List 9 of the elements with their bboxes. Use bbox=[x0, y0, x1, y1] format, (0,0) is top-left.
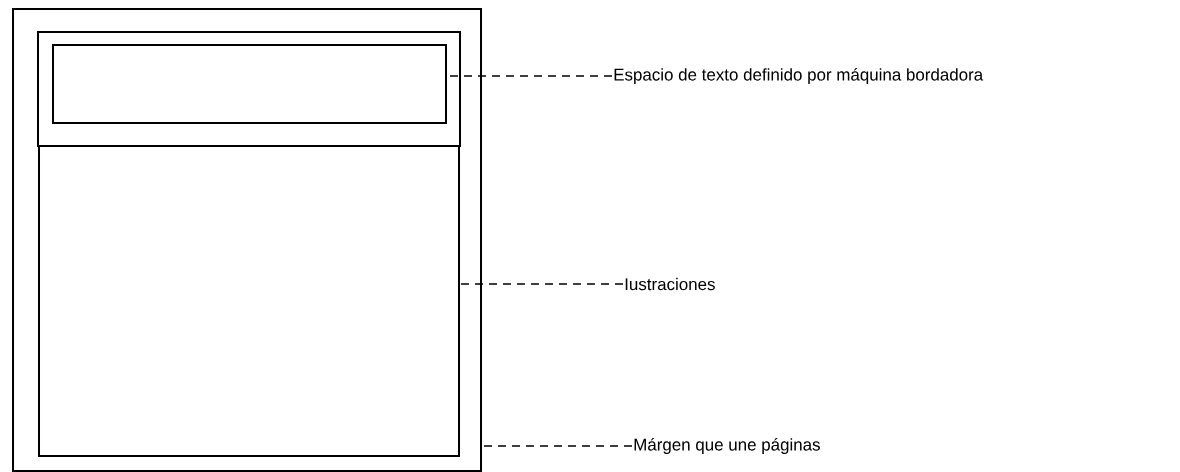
page-outline bbox=[12, 8, 482, 472]
leader-label: Espacio de texto definido por máquina bordadora bbox=[614, 68, 984, 84]
header-band bbox=[37, 31, 461, 147]
leader-line bbox=[459, 283, 624, 285]
illustration-area bbox=[38, 145, 460, 457]
leader-label: Iustraciones bbox=[625, 277, 715, 291]
text-space-box bbox=[52, 44, 447, 124]
leader-line bbox=[481, 445, 633, 447]
leader-label: Márgen que une páginas bbox=[634, 438, 820, 454]
